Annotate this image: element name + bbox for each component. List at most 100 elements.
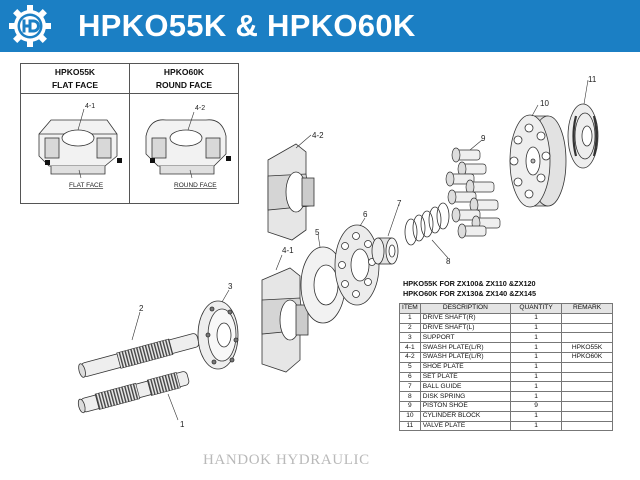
part-4-1-swash-plate (261, 267, 309, 373)
col-header-remark: REMARK (561, 303, 613, 314)
cell-remark (561, 410, 613, 422)
cell-quantity: 1 (510, 322, 563, 334)
cell-description: SUPPORT (419, 332, 512, 344)
cell-description: DISK SPRING (419, 391, 512, 402)
cell-description: CYLINDER BLOCK (419, 410, 512, 422)
cell-item: 4-2 (399, 351, 421, 363)
part-4-2-swash-plate (267, 143, 315, 241)
flat-face-callout: 4-1 (85, 103, 95, 110)
variant-comparison-box: HPKO55K FLAT FACE 4-1 FLAT FACE HPKO60K … (20, 63, 239, 204)
header-bar: HPKO55K & HPKO60K (0, 0, 640, 52)
cell-remark (561, 371, 613, 383)
cell-remark (561, 332, 613, 344)
cell-quantity: 1 (510, 420, 563, 432)
callout-8: 8 (446, 257, 451, 266)
flat-face-swash-plate-drawing: 4-1 FLAT FACE (38, 103, 122, 189)
cell-quantity: 1 (510, 410, 563, 422)
callout-7: 7 (397, 199, 402, 208)
cell-remark (561, 322, 613, 334)
variant-round-face: HPKO60K ROUND FACE 4-2 ROUND FACE (130, 64, 238, 203)
col-header-item: ITEM (399, 303, 421, 314)
callout-10: 10 (540, 99, 549, 108)
variant-round-header: HPKO60K ROUND FACE (130, 64, 238, 94)
spec-line-hpko55k: HPKO55K FOR ZX100& ZX110 &ZX120 (403, 279, 536, 288)
callout-11: 11 (588, 75, 597, 84)
part-8-disk-spring (404, 202, 450, 246)
cell-remark: HPKO55K (561, 342, 613, 353)
callout-5: 5 (315, 228, 320, 237)
spec-line-hpko60k: HPKO60K FOR ZX130& ZX140 &ZX145 (403, 289, 537, 298)
round-face-callout: 4-2 (195, 105, 205, 112)
variant-flat-face: HPKO55K FLAT FACE 4-1 FLAT FACE (21, 64, 130, 203)
part-7-ball-guide (371, 237, 399, 265)
cell-quantity: 1 (510, 332, 563, 344)
part-5-shoe-plate (300, 246, 346, 324)
cell-quantity: 1 (510, 342, 563, 353)
cell-description: SWASH PLATE(L/R) (419, 351, 512, 363)
round-face-caption: ROUND FACE (174, 182, 217, 189)
cell-remark (561, 400, 613, 412)
col-header-description: DESCRIPTION (419, 303, 512, 314)
cell-quantity: 1 (510, 312, 563, 324)
callout-4-1: 4-1 (282, 246, 294, 255)
cell-quantity: 1 (510, 351, 563, 363)
variant-flat-header: HPKO55K FLAT FACE (21, 64, 129, 94)
part-11-valve-plate (567, 103, 599, 169)
cell-description: SHOE PLATE (419, 361, 512, 373)
cell-item: 8 (399, 391, 421, 402)
cell-item: 2 (399, 322, 421, 334)
hd-gear-logo-icon (9, 5, 51, 47)
round-face-swash-plate-drawing: 4-2 ROUND FACE (145, 105, 231, 189)
cell-description: VALVE PLATE (419, 420, 512, 432)
cell-remark (561, 381, 613, 393)
cell-item: 6 (399, 371, 421, 383)
leader-lines (131, 79, 589, 421)
cell-item: 10 (399, 410, 421, 422)
part-10-cylinder-block (509, 114, 567, 208)
variant-flat-model: HPKO55K (54, 67, 96, 77)
cell-description: DRIVE SHAFT(R) (419, 312, 512, 324)
cell-item: 9 (399, 400, 421, 412)
callout-4-2: 4-2 (312, 131, 324, 140)
cell-quantity: 1 (510, 371, 563, 383)
part-6-set-plate (334, 224, 380, 306)
callout-1: 1 (180, 420, 185, 429)
callout-6: 6 (363, 210, 368, 219)
cell-quantity: 1 (510, 361, 563, 373)
cell-remark: HPKO60K (561, 351, 613, 363)
page-title: HPKO55K & HPKO60K (78, 8, 416, 43)
part-9-piston-shoes (445, 147, 501, 239)
variant-flat-face-label: FLAT FACE (51, 80, 99, 90)
cell-description: DRIVE SHAFT(L) (419, 322, 512, 334)
cell-item: 4-1 (399, 342, 421, 353)
cell-description: SET PLATE (419, 371, 512, 383)
cell-description: PISTON SHOE (419, 400, 512, 412)
cell-item: 5 (399, 361, 421, 373)
round-face-bore (169, 129, 203, 147)
flat-face-caption: FLAT FACE (69, 182, 104, 189)
part-1-drive-shaft-r (77, 371, 190, 414)
cell-remark (561, 420, 613, 432)
cell-quantity: 9 (510, 400, 563, 412)
cell-remark (561, 312, 613, 324)
cell-description: SWASH PLATE(L/R) (419, 342, 512, 353)
col-header-quantity: QUANTITY (510, 303, 563, 314)
callout-9: 9 (481, 134, 486, 143)
cell-quantity: 1 (510, 381, 563, 393)
cell-item: 3 (399, 332, 421, 344)
callout-2: 2 (139, 304, 144, 313)
cell-quantity: 1 (510, 391, 563, 402)
